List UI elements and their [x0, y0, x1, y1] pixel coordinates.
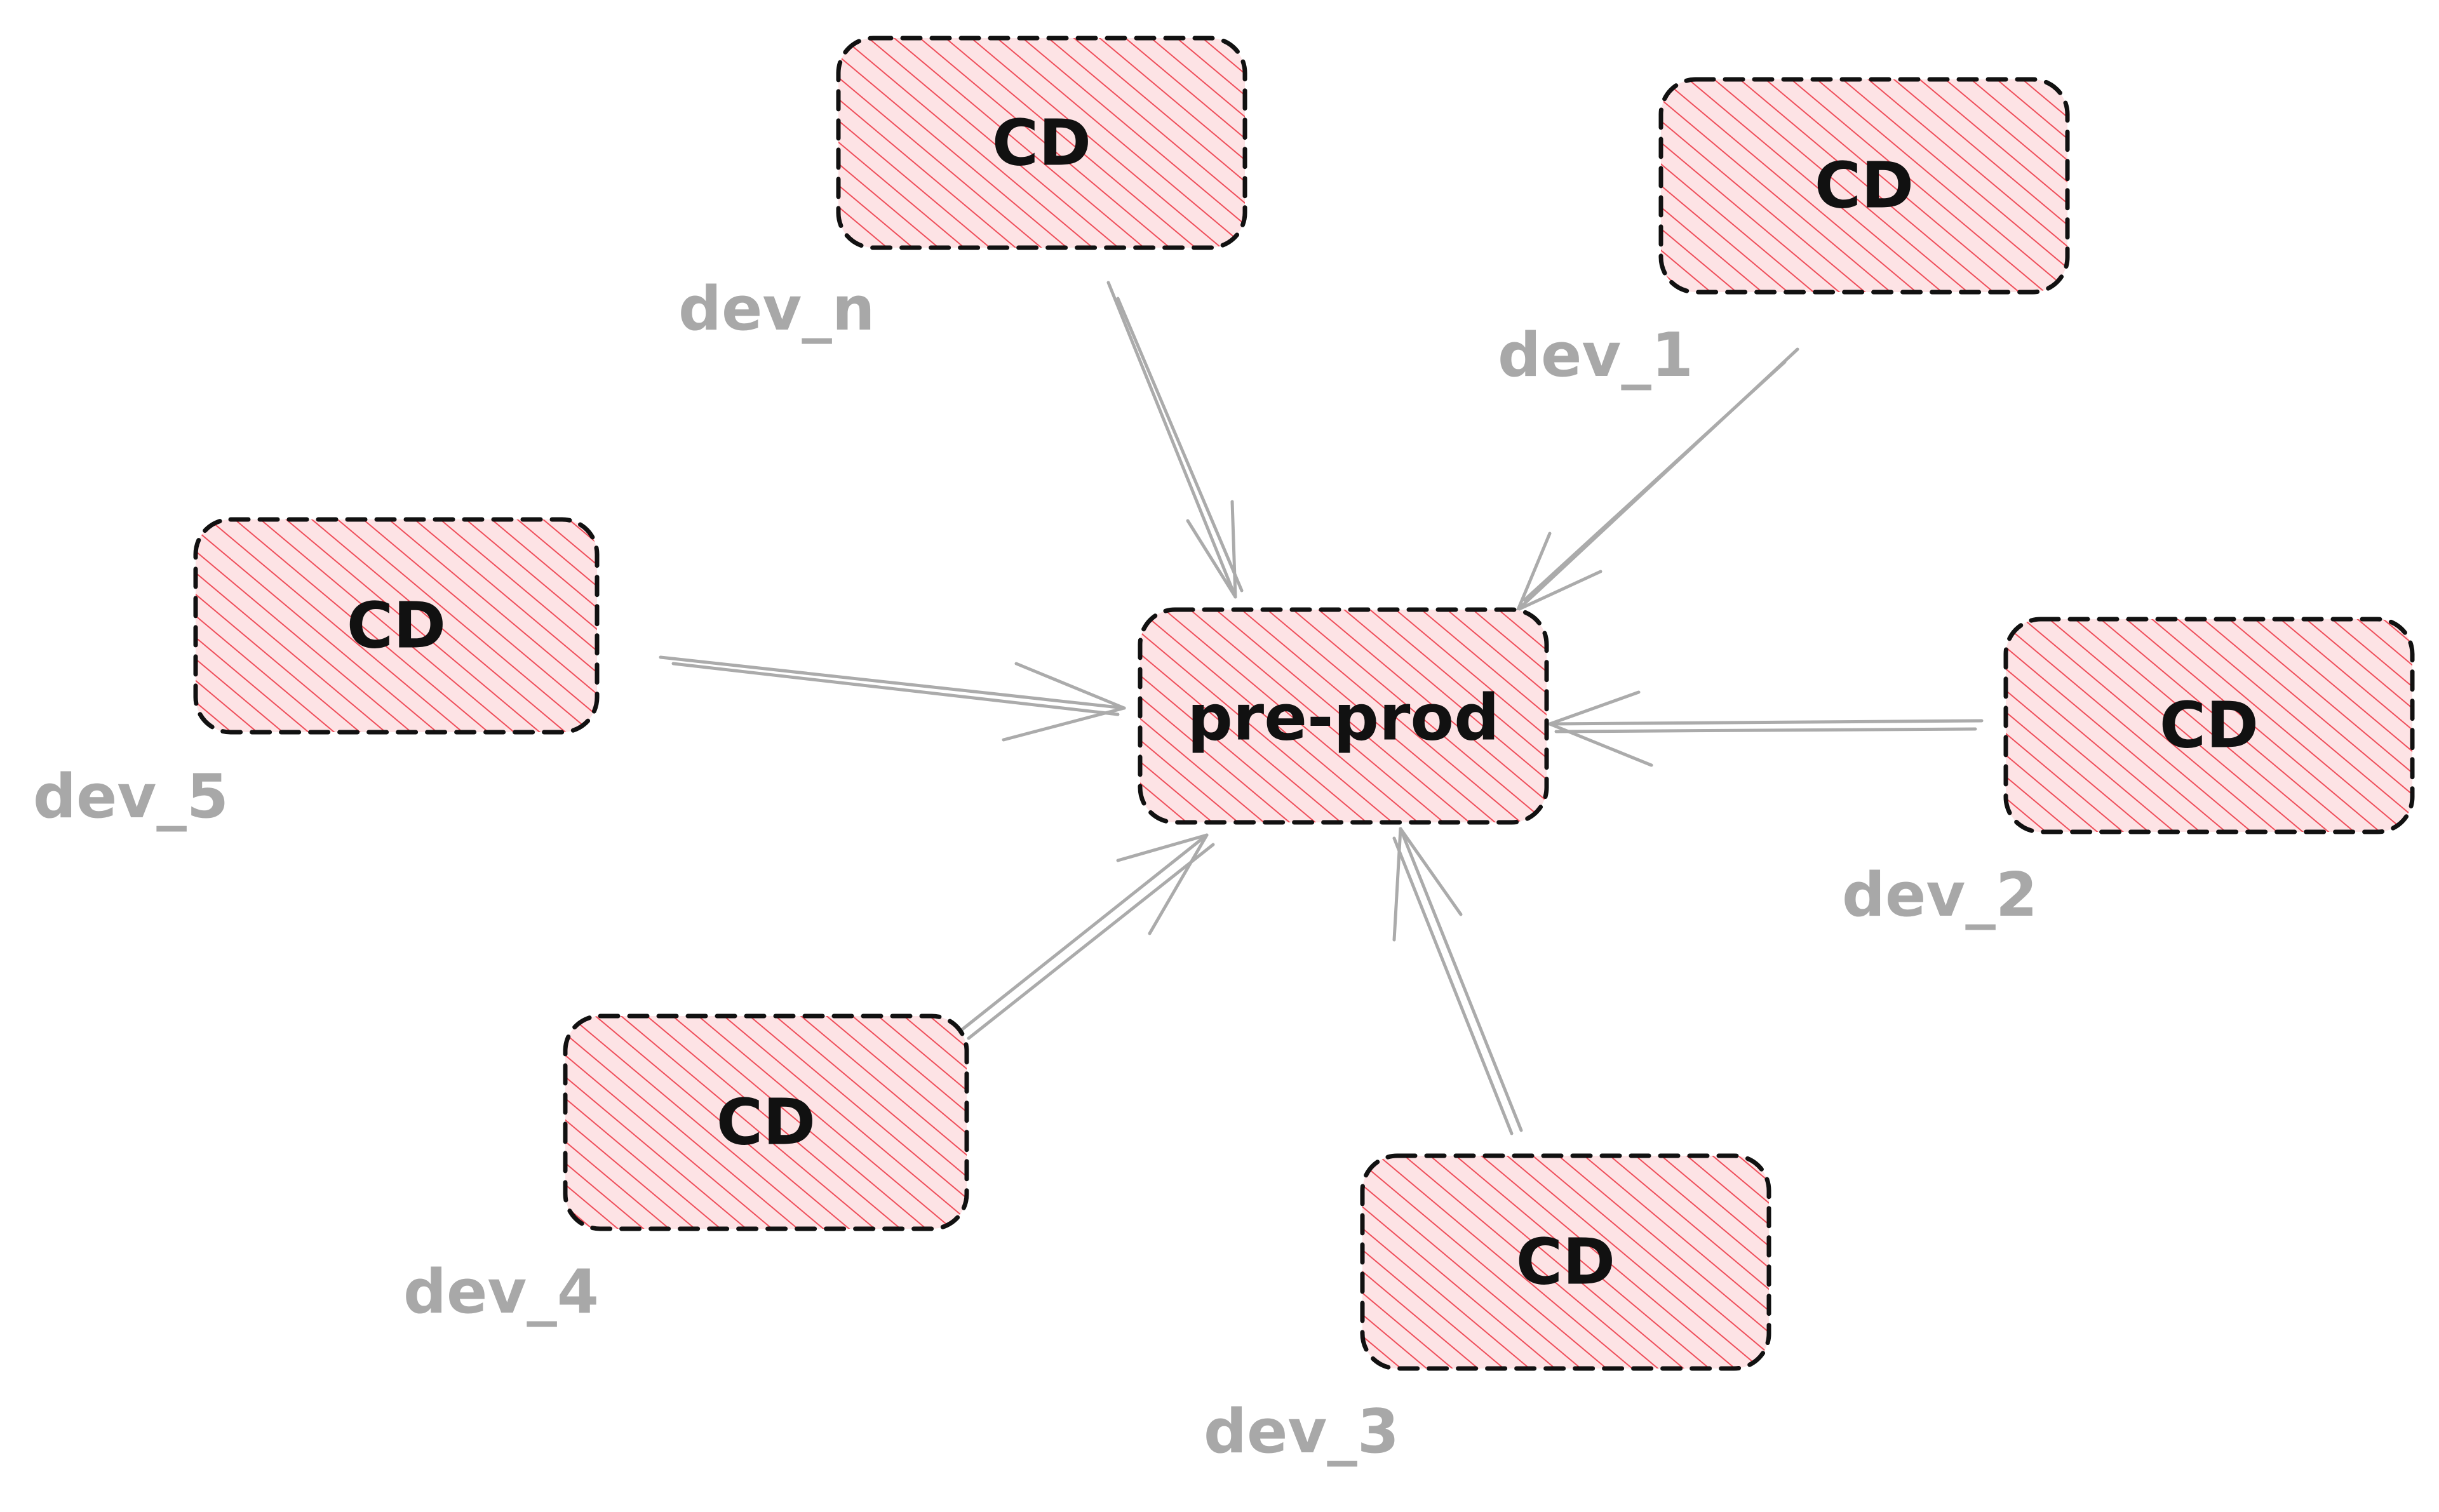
arrow-dev-1 — [1516, 347, 1799, 612]
node-pre-prod: pre-prod — [1138, 607, 1549, 825]
env-label-dev-4: dev_4 — [403, 1257, 599, 1327]
pre-prod-box — [1140, 610, 1547, 822]
node-dev-4: CD dev_4 — [403, 1014, 969, 1327]
cd-box-outline — [563, 1014, 969, 1231]
node-dev-5: CD dev_5 — [33, 517, 600, 832]
arrows — [659, 281, 1984, 1135]
env-label-dev-5: dev_5 — [33, 762, 229, 832]
cd-label: CD — [2160, 688, 2259, 763]
pre-prod-label: pre-prod — [1187, 681, 1499, 755]
cd-label: CD — [1815, 149, 1914, 223]
cd-box-outline — [1658, 77, 2070, 295]
node-dev-1: CD dev_1 — [1498, 77, 2070, 391]
cd-label: CD — [347, 589, 446, 663]
pre-prod-box-outline — [1138, 607, 1549, 825]
env-label-dev-3: dev_3 — [1204, 1397, 1399, 1467]
cd-label: CD — [992, 106, 1091, 180]
arrow-dev-3 — [1392, 827, 1523, 1135]
cd-box — [1661, 79, 2067, 292]
arrow-dev-4 — [957, 833, 1215, 1040]
cd-box-outline — [193, 517, 600, 735]
env-label-dev-1: dev_1 — [1498, 321, 1693, 391]
cd-box-outline — [1360, 1153, 1771, 1371]
env-label-dev-n: dev_n — [678, 274, 875, 344]
cd-label: CD — [1516, 1225, 1615, 1299]
cd-box-outline — [2003, 617, 2415, 834]
node-dev-3: CD dev_3 — [1204, 1153, 1771, 1467]
arrow-dev-n — [1106, 281, 1244, 599]
cd-label: CD — [716, 1085, 816, 1160]
node-dev-2: CD dev_2 — [1842, 617, 2415, 930]
arrow-dev-5 — [659, 655, 1126, 742]
arrow-dev-2 — [1548, 690, 1984, 767]
cd-box — [1362, 1156, 1769, 1368]
env-label-dev-2: dev_2 — [1842, 860, 2038, 930]
node-dev-n: CD dev_n — [678, 36, 1247, 344]
cd-box — [2006, 619, 2412, 832]
cd-box — [838, 38, 1245, 248]
cd-box — [565, 1016, 967, 1229]
cd-box — [196, 519, 597, 732]
